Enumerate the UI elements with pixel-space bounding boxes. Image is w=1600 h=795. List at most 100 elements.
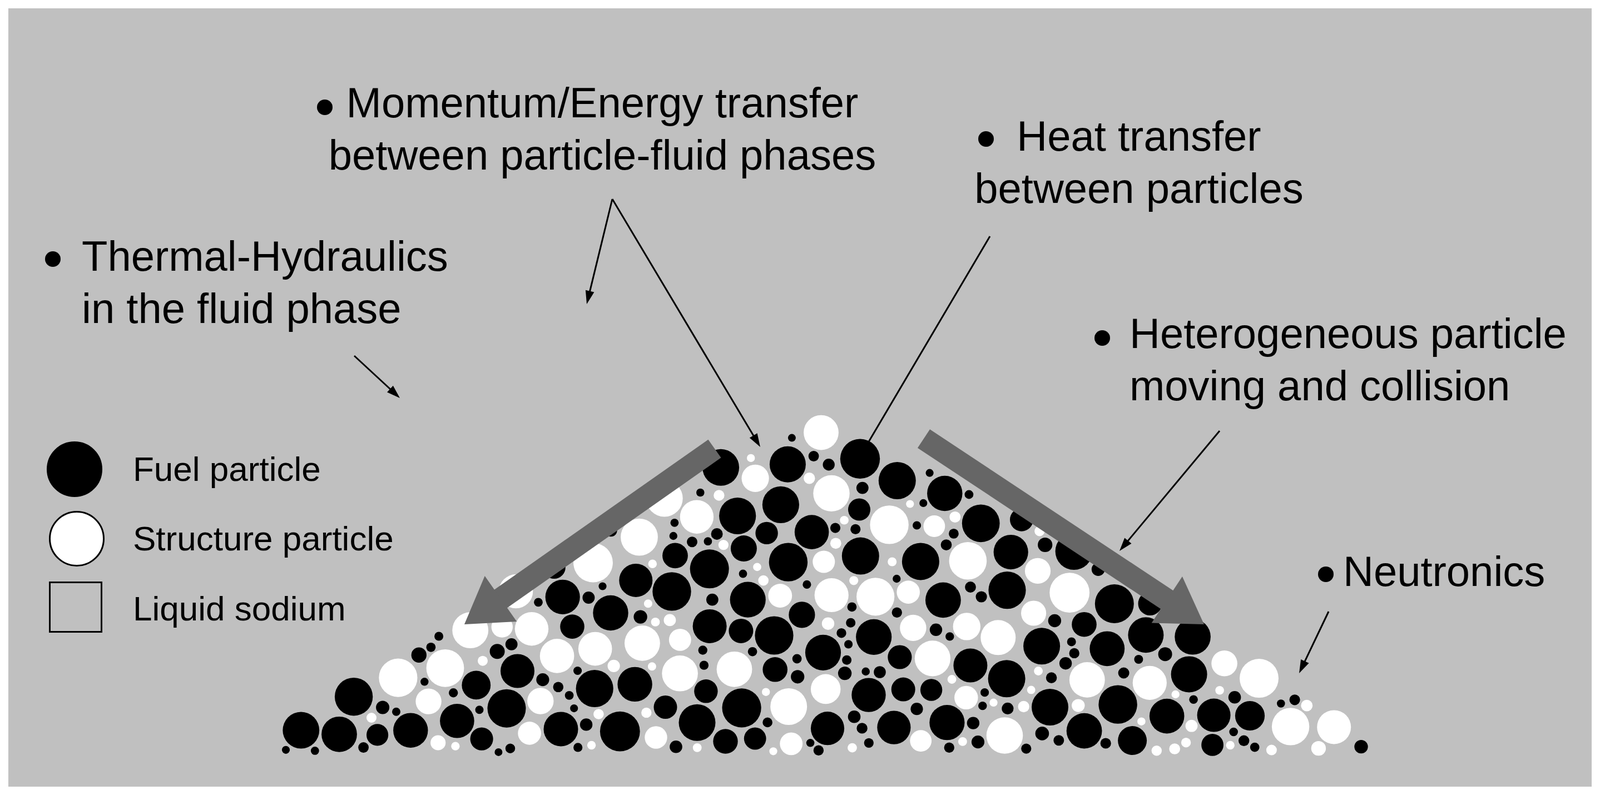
structure-particle [587, 741, 596, 750]
fuel-particle [856, 722, 868, 734]
fuel-particle [844, 640, 853, 649]
flow-arrow [923, 438, 1168, 601]
fuel-particle [762, 657, 788, 683]
fuel-particle [754, 616, 794, 655]
structure-particle [1024, 558, 1051, 584]
bullet-dot [978, 131, 994, 147]
callout-label: Heat transfer between particles [958, 110, 1320, 215]
fuel-particle [1235, 701, 1265, 731]
structure-particle [1266, 745, 1277, 756]
fuel-particle [878, 462, 916, 500]
fuel-particle [851, 677, 886, 712]
structure-particle [746, 454, 755, 463]
fuel-particle [976, 591, 988, 603]
fuel-particle [912, 521, 921, 530]
fuel-particle [813, 745, 824, 756]
fuel-particle [730, 535, 757, 562]
fuel-particle [669, 740, 683, 754]
fuel-particle [806, 739, 815, 748]
fuel-particle [840, 439, 880, 479]
fuel-particle [420, 677, 429, 686]
fuel-particle [988, 660, 1026, 698]
fuel-particle [1354, 740, 1368, 754]
fuel-particle [1046, 672, 1058, 684]
fuel-particle [1048, 614, 1062, 628]
fuel-particle [1189, 695, 1198, 705]
leader-line [354, 355, 391, 390]
fuel-particle [929, 623, 943, 637]
fuel-particle [971, 735, 985, 749]
legend-label: Structure particle [132, 518, 394, 560]
fuel-particle [769, 542, 808, 582]
fuel-particle [920, 679, 943, 701]
fuel-particle [1118, 667, 1130, 680]
structure-particle [856, 577, 895, 616]
fuel-particle [1229, 727, 1238, 737]
legend-swatch [48, 581, 103, 633]
structure-particle [849, 576, 859, 586]
structure-particle [768, 583, 792, 608]
fuel-particle [964, 581, 977, 593]
fuel-particle [792, 654, 802, 665]
structure-particle [949, 542, 988, 581]
fuel-particle [696, 488, 705, 498]
arrows [354, 199, 1329, 674]
fuel-particle [953, 649, 988, 683]
structure-particle [989, 699, 998, 707]
structure-particle [1132, 666, 1167, 701]
fuel-particle [728, 618, 754, 644]
fuel-particle [598, 582, 607, 591]
fuel-particle [940, 539, 953, 551]
fuel-particle [565, 691, 574, 701]
legend-swatch [46, 441, 103, 498]
fuel-particle [967, 716, 980, 730]
fuel-particle [873, 666, 886, 679]
fuel-particle [560, 614, 585, 639]
fuel-particle [461, 671, 491, 701]
fuel-particle [892, 575, 901, 583]
fuel-particle [426, 642, 437, 653]
fuel-particle [810, 711, 845, 746]
fuel-particle [1059, 657, 1072, 670]
structure-particle [1185, 720, 1198, 733]
callout-label: Momentum/Energy transfer between particl… [318, 76, 886, 182]
fuel-particle [887, 645, 912, 670]
structure-particle [426, 649, 465, 688]
structure-particle [758, 575, 769, 587]
legend-label: Liquid sodium [132, 588, 346, 630]
structure-particle [661, 655, 698, 692]
structure-particle [1215, 686, 1225, 696]
fuel-particle [856, 482, 869, 495]
fuel-particle [892, 607, 903, 618]
fuel-particle [1021, 744, 1032, 755]
bullet-dot [1318, 566, 1334, 583]
fuel-particle [576, 670, 614, 708]
structure-particle [905, 499, 914, 508]
fuel-particle [919, 499, 928, 508]
fuel-particle [505, 638, 518, 651]
structure-particle [887, 557, 897, 567]
fuel-particle [808, 451, 820, 462]
fuel-particle [722, 688, 762, 728]
structure-particle [477, 656, 488, 667]
structure-particle [669, 628, 692, 652]
fuel-particle [891, 677, 916, 702]
fuel-particle [633, 610, 647, 624]
fuel-particle [925, 582, 962, 619]
structure-particle [909, 730, 932, 752]
structure-particle [1226, 741, 1235, 750]
structure-particle [1239, 659, 1279, 698]
fuel-particle [618, 563, 653, 598]
fuel-particle [439, 704, 475, 739]
structure-particle [1316, 710, 1351, 745]
fuel-particle [543, 711, 579, 747]
fuel-particle [711, 528, 723, 541]
fuel-particle [334, 677, 373, 716]
fuel-particle [841, 537, 880, 576]
fuel-particle [448, 688, 458, 698]
structure-particle [527, 687, 554, 715]
fuel-particle [1289, 694, 1301, 706]
structure-particle [953, 612, 981, 641]
fuel-particle [662, 543, 688, 569]
fuel-particle [762, 486, 800, 524]
